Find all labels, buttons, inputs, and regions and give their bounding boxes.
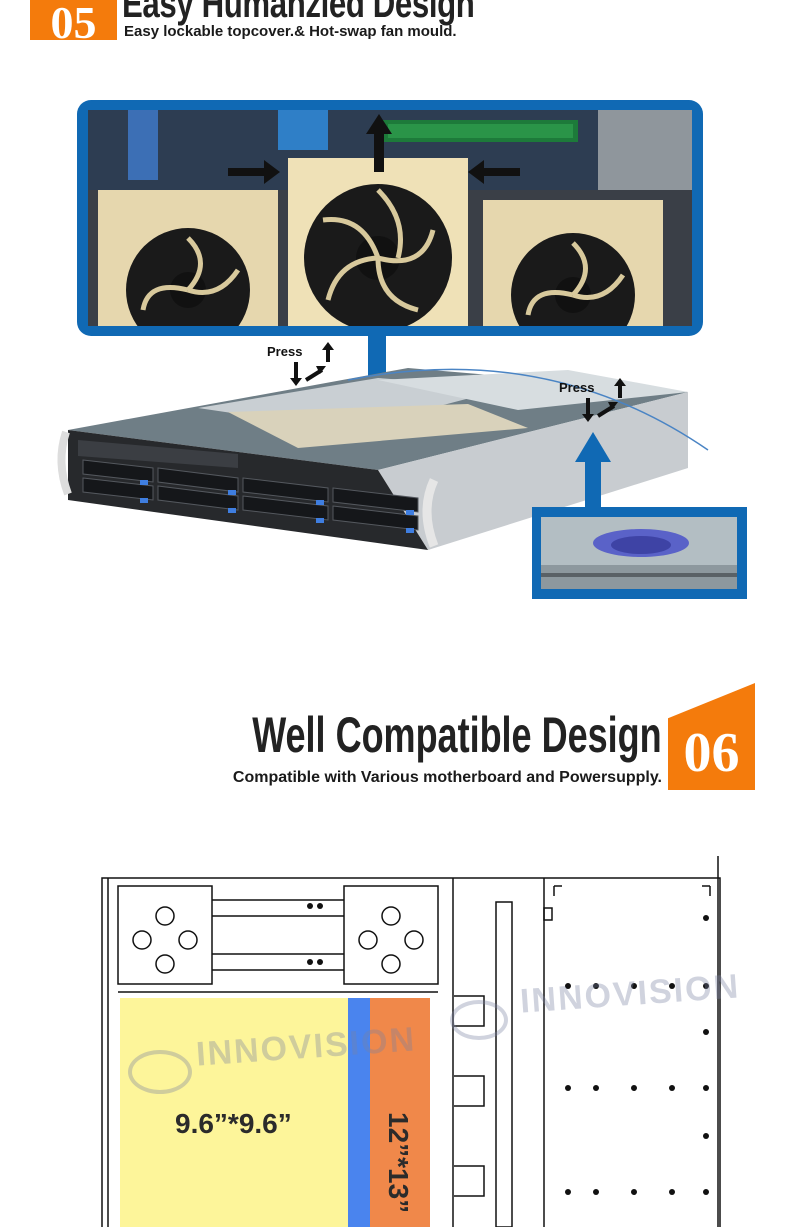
section-number-badge: 05 bbox=[30, 0, 117, 48]
press-label-right: Press bbox=[559, 380, 595, 395]
fan-module-photo bbox=[88, 110, 692, 326]
server-chassis-photo bbox=[48, 340, 748, 610]
section-title: Easy Humanzied Design bbox=[122, 0, 475, 26]
section-subtitle: Compatible with Various motherboard and … bbox=[232, 769, 662, 786]
arrow-up-icon bbox=[575, 432, 611, 462]
section-number: 06 bbox=[683, 722, 740, 784]
innovision-logo-icon bbox=[128, 1050, 192, 1094]
latch-detail-photo bbox=[541, 517, 737, 589]
connector-arrow-shaft-up bbox=[585, 460, 601, 508]
chassis-layout-drawing bbox=[98, 850, 738, 1232]
press-label-left: Press bbox=[267, 344, 303, 359]
connector-arrow-shaft bbox=[368, 334, 386, 380]
motherboard-size-label: 9.6”*9.6” bbox=[175, 1108, 292, 1139]
section-number: 05 bbox=[50, 0, 97, 48]
psu-size-label: 12”*13” bbox=[383, 1112, 414, 1214]
section-title: Well Compatible Design bbox=[252, 707, 662, 763]
section-subtitle: Easy lockable topcover.& Hot-swap fan mo… bbox=[124, 23, 457, 40]
innovision-logo-icon bbox=[450, 1000, 508, 1040]
